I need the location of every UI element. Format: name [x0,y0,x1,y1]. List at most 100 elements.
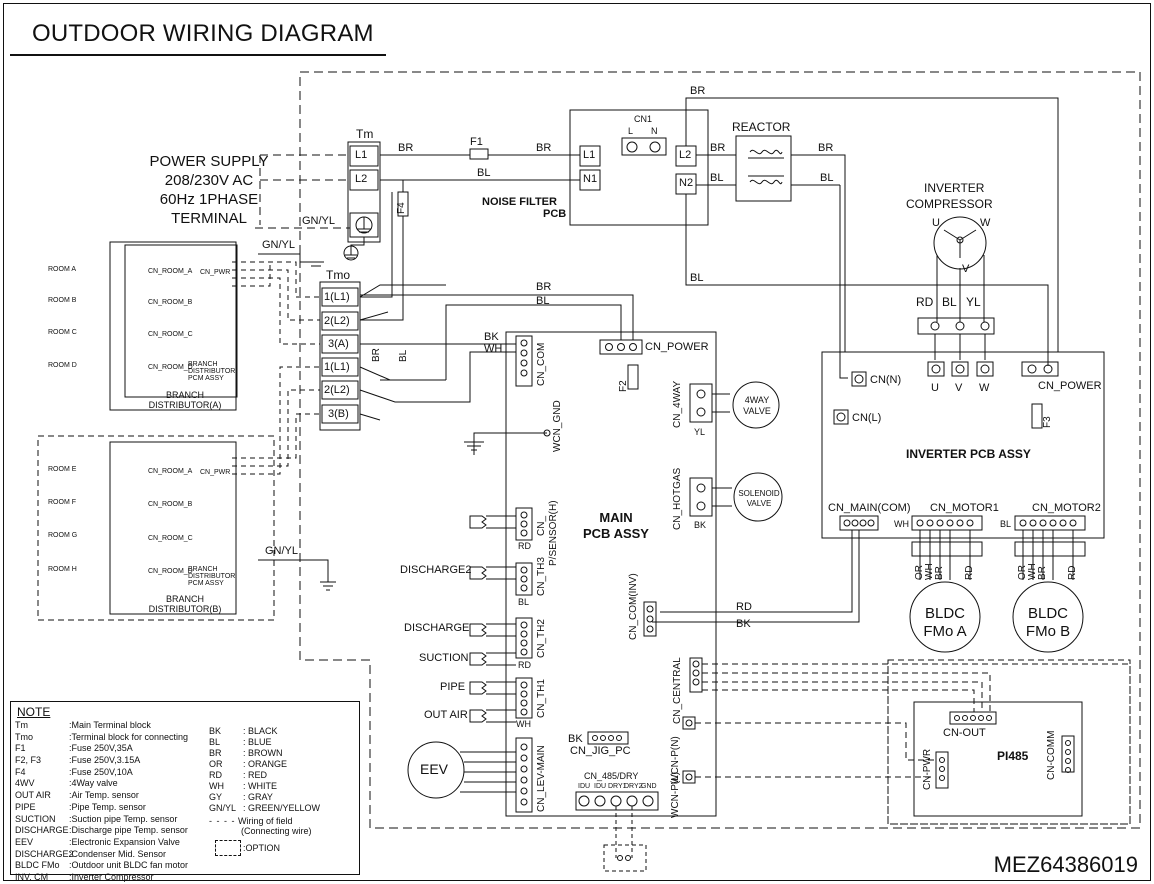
note-value: :Suction pipe Temp. sensor [69,813,178,824]
wire-rd: RD [518,660,531,670]
wire-bl: BL [820,172,834,184]
nf-l2: L2 [679,149,692,161]
note-color-value: : BLACK [243,726,278,736]
note-color-key: BL [209,737,221,747]
note-row: 4WV:4Way valve [15,778,188,790]
cn-central-label: CN_CENTRAL [672,657,683,724]
fuse-f1: F1 [470,136,483,148]
room-g: ROOM G [48,532,78,539]
note-color-value: : GRAY [243,792,273,802]
cn-th1-label: CN_TH1 [536,679,547,718]
sensor-discharge: DISCHARGE [404,622,470,634]
wire-bl: BL [690,272,704,284]
note-color-row: GY: GRAY [209,792,320,803]
note-key: SUCTION [15,813,56,824]
inverter-pcb-label: INVERTER PCB ASSY [906,447,1031,461]
wire-rd: RD [518,541,531,551]
note-value: :Fuse 250V,10A [69,766,133,777]
note-key: Tm [15,720,28,730]
note-row: EEV:Electronic Expansion Valve [15,837,188,849]
note-key: F2, F3 [15,755,42,766]
note-color-key: BK [209,726,222,736]
cn-motor2-label: CN_MOTOR2 [1032,502,1101,514]
note-color-row: BR: BROWN [209,748,320,759]
cn-485-dry-label: CN_485/DRY [584,771,639,781]
note-row: DISCHARGE:Discharge pipe Temp. sensor [15,825,188,837]
comp-wire-yl: YL [966,295,981,309]
m1-br: BR [934,566,945,580]
note-key: DISCHARGE2 [15,848,74,859]
note-row: INV. CM:Inverter Compressor [15,872,188,884]
note-key: INV. CM [15,871,49,882]
compressor-label-2: COMPRESSOR [906,197,993,211]
wire-br: BR [710,142,726,154]
gnyl-label: GN/YL [265,545,299,557]
m1-rd: RD [964,565,975,580]
note-color-row: RD: RED [209,770,320,781]
note-row: SUCTION :Suction pipe Temp. sensor [15,814,188,826]
cn-4way-label: CN_4WAY [672,380,683,428]
note-color-row: BL : BLUE [209,737,320,748]
cn-th3-label: CN_TH3 [536,557,547,596]
branch-pcb-1: BRANCH [188,361,218,368]
tmo-block [319,281,361,431]
wire-bl: BL [1000,519,1012,529]
note-value: :Pipe Temp. sensor [69,801,146,812]
cn-n-label: CN(N) [870,374,902,386]
cn-room-b: CN_ROOM_B [148,299,193,306]
note-color-value: : GREEN/YELLOW [243,803,321,813]
note-key: F4 [15,766,26,777]
wire-bl: BL [398,349,409,362]
note-color-value: : BLUE [243,737,272,747]
tm-label: Tm [356,127,374,141]
tmo-t5: 2(L2) [324,384,350,396]
cn1-pin-l: L [628,126,634,136]
cn-pwr-label: CN-PWR [922,748,933,790]
four-way-valve: 4WAY VALVE [743,395,771,416]
cn-pwr: CN_PWR [200,269,231,276]
note-key: EEV [15,836,34,847]
wcn-gnd-label: WCN_GND [552,400,563,452]
sensor-suction: SUCTION [419,652,469,664]
comp-wire-rd: RD [916,295,934,309]
cn-room-f: CN_ROOM_B [148,501,193,508]
wire-br: BR [398,142,414,154]
dry-pin-2: IDU [594,783,607,790]
dry-pin-3: DRY1 [608,783,627,790]
note-key: Tmo [15,731,33,742]
phase-v: V [962,263,970,275]
note-color-value: : RED [243,770,268,780]
note-color-key: GN/YL [209,803,237,813]
page-title: OUTDOOR WIRING DIAGRAM [32,20,374,47]
note-value: :Fuse 250V,35A [69,743,133,754]
cn-comm-label: CN-COMM [1046,730,1057,780]
cn1-label: CN1 [634,114,653,124]
wire-yl: YL [694,427,706,437]
note-color-row: GN/YL : GREEN/YELLOW [209,803,320,814]
reactor-label: REACTOR [732,120,791,134]
wire-br: BR [371,348,382,362]
sensor-pipe: PIPE [440,681,466,693]
branch-a-label: BRANCH DISTRIBUTOR(A) [148,390,222,410]
noise-filter-label-2: PCB [543,208,567,220]
note-color-value: : BROWN [243,748,283,758]
note-row: Tm:Main Terminal block [15,720,188,732]
inverter-pcb [821,351,1105,539]
dry-pin-5: GND [641,783,657,790]
dry-pin-4: DRY2 [624,783,643,790]
note-value: :Air Temp. sensor [69,790,139,801]
cn-jig-pc-label: CN_JIG_PC [570,745,631,757]
room-e: ROOM E [48,466,77,473]
tmo-t3: 3(A) [328,338,349,350]
note-key: DISCHARGE [15,825,69,836]
inv-out-w: W [979,382,990,394]
note-row: F2, F3:Fuse 250V,3.15A [15,755,188,767]
tmo-t2: 2(L2) [324,315,350,327]
branch-b-pcb-1: BRANCH [188,566,218,573]
wire-br: BR [536,281,552,293]
jig-bk: BK [568,733,583,745]
cn1-pin-n: N [651,126,658,136]
fuse-f2: F2 [618,380,629,392]
